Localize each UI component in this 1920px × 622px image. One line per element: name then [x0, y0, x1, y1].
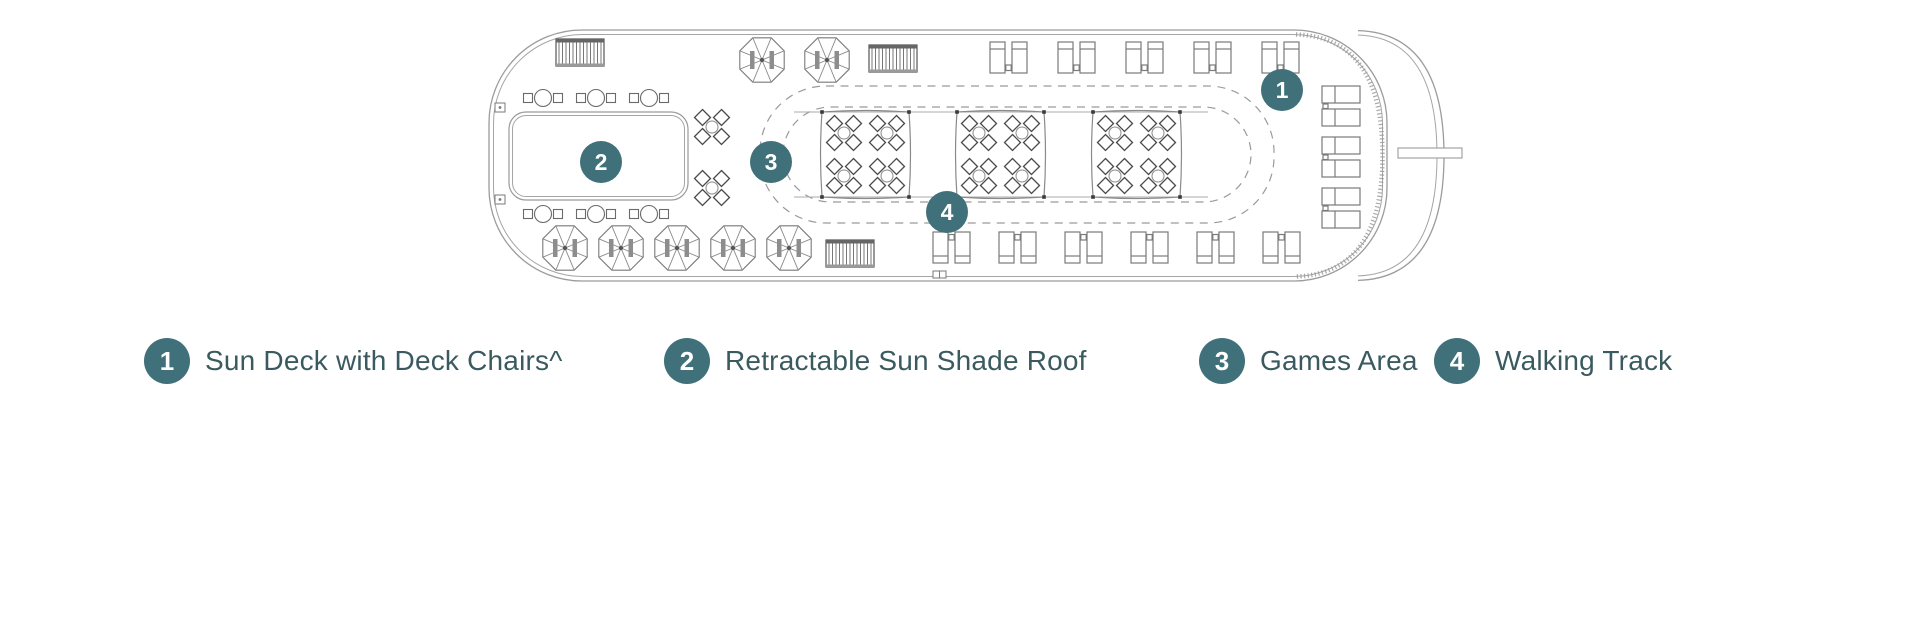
walking-track-dashed-loop	[759, 85, 1275, 224]
legend-label-2: Retractable Sun Shade Roof	[725, 345, 1087, 376]
legend-badge-2: 2	[664, 338, 710, 384]
bow-hatched-band	[1295, 32, 1385, 279]
legend-item-sun-deck: 1 Sun Deck with Deck Chairs^	[144, 338, 563, 384]
cleat-icon	[494, 102, 947, 279]
legend-item-walking-track: 4 Walking Track	[1434, 338, 1672, 384]
plan-marker-4: 4	[926, 191, 968, 233]
plan-marker-3: 3	[750, 141, 792, 183]
plan-marker-1: 1	[1261, 69, 1303, 111]
hull-outline	[488, 29, 1463, 282]
legend-item-retractable-roof: 2 Retractable Sun Shade Roof	[664, 338, 1087, 384]
legend-item-games-area: 3 Games Area	[1199, 338, 1418, 384]
legend-badge-4: 4	[1434, 338, 1480, 384]
legend-label-1: Sun Deck with Deck Chairs^	[205, 345, 563, 376]
legend-label-3: Games Area	[1260, 345, 1418, 376]
plan-marker-2: 2	[580, 141, 622, 183]
bow-notch	[1397, 147, 1463, 159]
legend-label-4: Walking Track	[1495, 345, 1673, 376]
legend-badge-1: 1	[144, 338, 190, 384]
legend-badge-3: 3	[1199, 338, 1245, 384]
